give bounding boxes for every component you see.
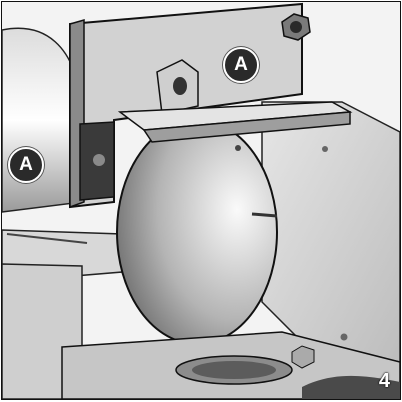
lifting-eye-hole: [173, 77, 187, 95]
right-housing: [261, 101, 400, 363]
burner-assembly-illustration: [2, 2, 400, 399]
left-rod: [6, 233, 88, 244]
lower-nut: [291, 345, 315, 369]
page-number: 4: [378, 370, 390, 392]
top-nut-bolt: [290, 21, 302, 33]
callout-a-left: A: [8, 147, 44, 183]
shelf-bolt-hole: [235, 145, 241, 151]
bore-pin: [251, 212, 278, 218]
bore-opening: [116, 119, 278, 345]
lower-ring-inner: [192, 361, 276, 379]
left-bracket-bolt: [93, 154, 105, 166]
housing-bolt-1: [322, 146, 328, 152]
lower-hose: [302, 375, 400, 399]
top-shelf-edge: [142, 111, 351, 143]
callout-a-top: A: [223, 47, 259, 83]
housing-bolt-2: [340, 333, 348, 341]
